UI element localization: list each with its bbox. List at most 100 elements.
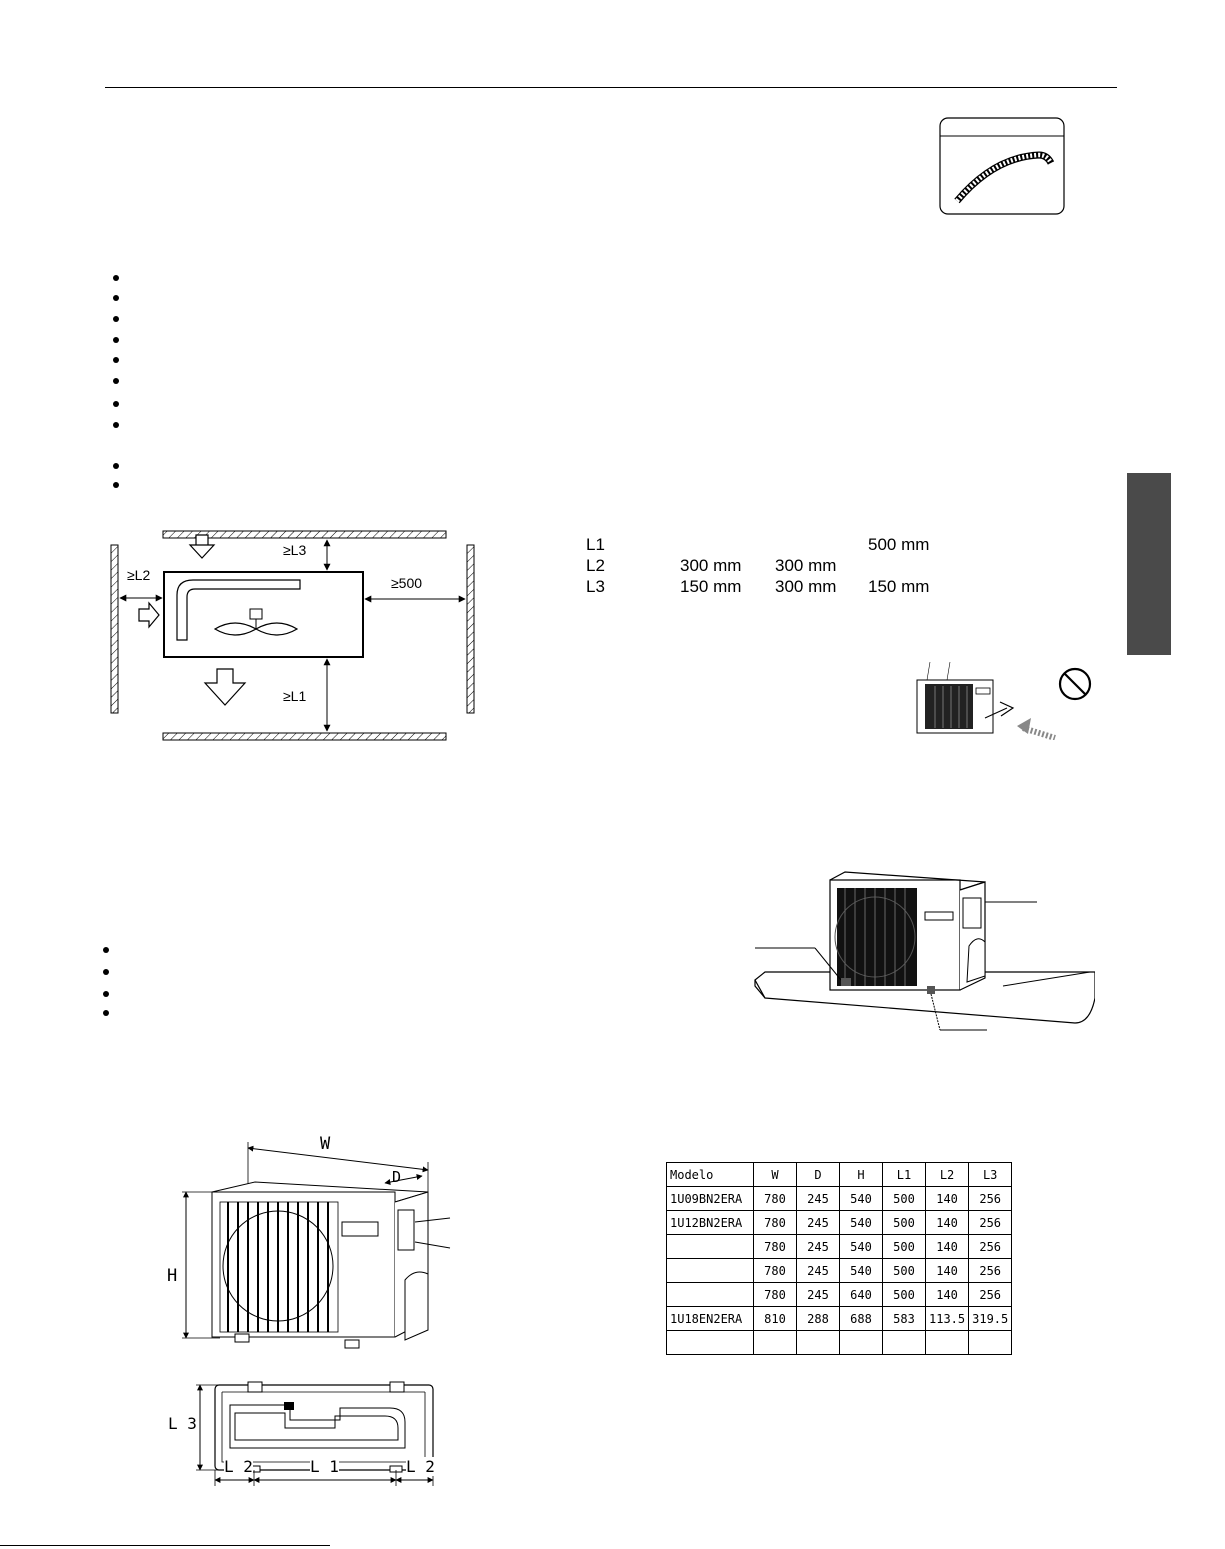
table-cell xyxy=(753,1330,797,1355)
row-l3-name: L3 xyxy=(586,577,605,596)
table-cell: 140 xyxy=(924,1282,970,1307)
table-cell: 500 xyxy=(882,1234,926,1259)
header-cell: H xyxy=(839,1162,883,1187)
table-cell: 245 xyxy=(796,1282,840,1307)
table-cell: 780 xyxy=(753,1258,797,1283)
table-cell xyxy=(882,1330,926,1355)
table-cell xyxy=(839,1330,883,1355)
dimensions-table: Modelo W D H L1 L2 L3 1U09BN2ERA 780 245… xyxy=(666,1162,1013,1355)
table-row xyxy=(666,1330,1013,1355)
table-cell: 256 xyxy=(968,1186,1013,1211)
table-header-row: Modelo W D H L1 L2 L3 xyxy=(666,1162,1013,1187)
outdoor-unit-icon xyxy=(916,661,994,734)
bullet xyxy=(103,969,109,975)
header-cell: L1 xyxy=(882,1162,926,1187)
bullet xyxy=(113,316,119,322)
header-cell: W xyxy=(753,1162,797,1187)
table-cell: 810 xyxy=(753,1306,797,1331)
table-cell: 319.5 xyxy=(968,1306,1013,1331)
table-cell: 245 xyxy=(796,1210,840,1235)
table-cell: 640 xyxy=(839,1282,883,1307)
table-cell: 113.5 xyxy=(924,1306,970,1331)
table-cell: 540 xyxy=(839,1210,883,1235)
bullet xyxy=(113,295,119,301)
table-row: 1U12BN2ERA 780 245 540 500 140 256 xyxy=(666,1210,1013,1235)
label-l2: ≥L2 xyxy=(127,567,151,583)
header-cell: L2 xyxy=(924,1162,970,1187)
table-cell: 140 xyxy=(924,1234,970,1259)
table-row: 1U18EN2ERA 810 288 688 583 113.5 319.5 xyxy=(666,1306,1013,1331)
dim-l1: L 1 xyxy=(310,1457,339,1476)
dim-d: D xyxy=(392,1168,402,1186)
bullet xyxy=(113,422,119,428)
table-cell xyxy=(924,1330,970,1355)
table-cell: 780 xyxy=(753,1282,797,1307)
table-cell: 1U09BN2ERA xyxy=(666,1186,754,1211)
table-row: 780 245 540 500 140 256 xyxy=(666,1234,1013,1259)
bullet xyxy=(113,378,119,384)
table-cell xyxy=(796,1330,840,1355)
bullet xyxy=(113,275,119,281)
clearance-diagram: ≥L3 ≥L2 ≥500 ≥L1 xyxy=(105,525,485,750)
table-cell xyxy=(666,1258,754,1283)
dim-l3: L 3 xyxy=(168,1414,197,1433)
table-cell: 256 xyxy=(968,1234,1013,1259)
top-rule xyxy=(105,87,1117,88)
row-l2-v2: 300 mm xyxy=(775,556,837,575)
header-cell: L3 xyxy=(968,1162,1013,1187)
row-l3-v2: 300 mm xyxy=(775,577,837,596)
table-cell: 540 xyxy=(839,1186,883,1211)
table-cell: 140 xyxy=(924,1210,970,1235)
table-row: 780 245 540 500 140 256 xyxy=(666,1258,1013,1283)
table-cell: 540 xyxy=(839,1234,883,1259)
table-cell: 583 xyxy=(882,1306,926,1331)
row-l3-v3: 150 mm xyxy=(868,577,930,596)
table-cell: 256 xyxy=(968,1258,1013,1283)
dim-h: H xyxy=(167,1266,178,1286)
row-l2-name: L2 xyxy=(586,556,605,575)
label-l3: ≥L3 xyxy=(283,542,307,558)
table-cell: 780 xyxy=(753,1210,797,1235)
bullet xyxy=(113,401,119,407)
drain-hose-icon xyxy=(939,117,1065,215)
row-l3-v1: 150 mm xyxy=(680,577,742,596)
dim-w: W xyxy=(320,1134,331,1154)
table-cell: 780 xyxy=(753,1234,797,1259)
table-cell: 1U12BN2ERA xyxy=(666,1210,754,1235)
table-row: 780 245 640 500 140 256 xyxy=(666,1282,1013,1307)
airflow-arrow-icon xyxy=(188,534,216,559)
table-cell: 500 xyxy=(882,1258,926,1283)
bullet xyxy=(113,357,119,363)
dim-l2-right: L 2 xyxy=(406,1457,435,1476)
table-cell xyxy=(968,1330,1013,1355)
label-l1: ≥L1 xyxy=(283,688,307,704)
drain-hose-box xyxy=(939,117,1065,215)
dimension-drawing: W D H L 3 L 2 L 1 L 2 xyxy=(160,1130,460,1490)
row-l1-v3: 500 mm xyxy=(868,535,930,554)
bullet xyxy=(103,947,109,953)
clearance-table: L1 500 mm L2 300 mm 300 mm L3 150 mm 300… xyxy=(586,535,966,599)
dim-l2-left: L 2 xyxy=(224,1457,253,1476)
table-cell xyxy=(666,1330,754,1355)
row-l2-v1: 300 mm xyxy=(680,556,742,575)
table-row: 1U09BN2ERA 780 245 540 500 140 256 xyxy=(666,1186,1013,1211)
table-cell: 500 xyxy=(882,1210,926,1235)
clearance-diagram-svg xyxy=(110,530,475,741)
bullet xyxy=(103,1010,109,1016)
table-cell: 140 xyxy=(924,1258,970,1283)
airflow-arrow-icon xyxy=(203,668,247,706)
header-cell: D xyxy=(796,1162,840,1187)
table-cell xyxy=(666,1282,754,1307)
table-cell: 245 xyxy=(796,1258,840,1283)
footer-rule xyxy=(0,1545,330,1546)
table-cell: 1U18EN2ERA xyxy=(666,1306,754,1331)
table-cell: 245 xyxy=(796,1234,840,1259)
table-cell: 256 xyxy=(968,1210,1013,1235)
table-cell: 256 xyxy=(968,1282,1013,1307)
table-cell xyxy=(666,1234,754,1259)
table-cell: 140 xyxy=(924,1186,970,1211)
header-cell: Modelo xyxy=(666,1162,754,1187)
unit-base-figure xyxy=(745,868,1096,1038)
section-tab xyxy=(1127,473,1171,655)
table-cell: 688 xyxy=(839,1306,883,1331)
